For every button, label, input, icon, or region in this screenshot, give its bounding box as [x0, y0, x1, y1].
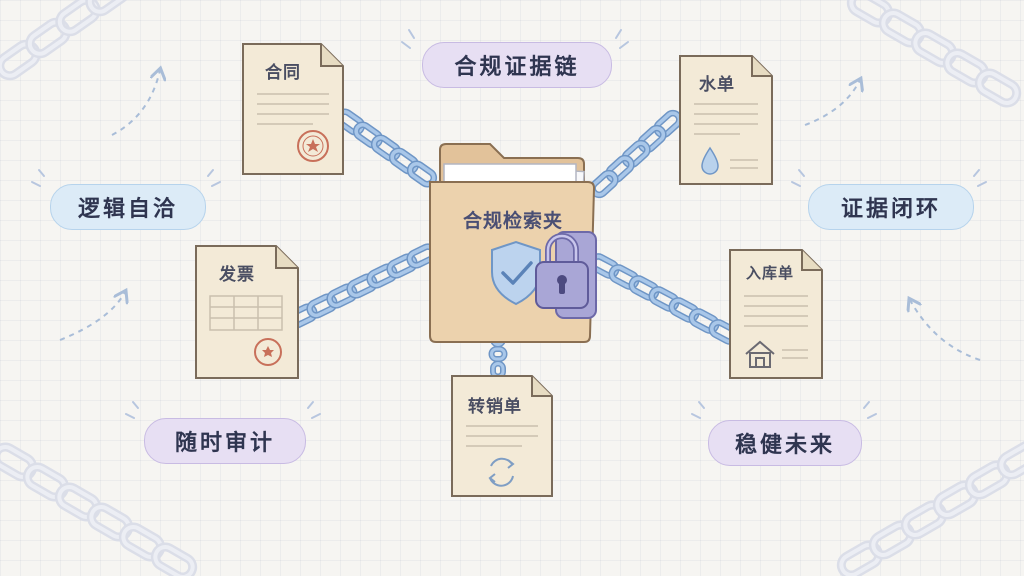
- chain-water-bill: [590, 110, 682, 197]
- chain-warehouse: [589, 254, 738, 344]
- padlock-icon: [535, 231, 597, 319]
- house-icon: [745, 340, 775, 368]
- label-left-upper: 逻辑自洽: [50, 184, 206, 230]
- doc-water-bill-title: 水单: [699, 75, 735, 95]
- corner-chain-top-right: [848, 0, 1021, 107]
- doc-contract: [242, 43, 344, 175]
- decor-arrows: [59, 70, 981, 361]
- shield-check-icon: [491, 240, 541, 306]
- label-right-upper: 证据闭环: [808, 184, 974, 230]
- refresh-icon: [488, 457, 515, 487]
- doc-water-bill: [679, 55, 773, 185]
- doc-warehouse-receipt-title: 入库单: [745, 264, 794, 282]
- chain-invoice: [287, 244, 436, 327]
- label-left-lower: 随时审计: [144, 418, 306, 464]
- doc-write-off-title: 转销单: [468, 397, 522, 417]
- water-drop-icon: [701, 146, 719, 175]
- corner-chain-top-left: [0, 0, 130, 80]
- corner-chain-bottom-right: [838, 441, 1024, 576]
- stamp-icon: [254, 338, 282, 366]
- label-top: 合规证据链: [422, 42, 612, 88]
- stamp-icon: [297, 130, 329, 162]
- doc-invoice: [195, 245, 299, 379]
- folder-title: 合规检索夹: [462, 210, 563, 232]
- doc-write-off: [451, 375, 553, 497]
- label-right-lower: 稳健未来: [708, 420, 862, 466]
- doc-invoice-title: 发票: [219, 265, 255, 285]
- chain-contract: [336, 109, 437, 187]
- doc-contract-title: 合同: [265, 63, 301, 83]
- sparkles: [31, 29, 987, 419]
- doc-warehouse-receipt: [729, 249, 823, 379]
